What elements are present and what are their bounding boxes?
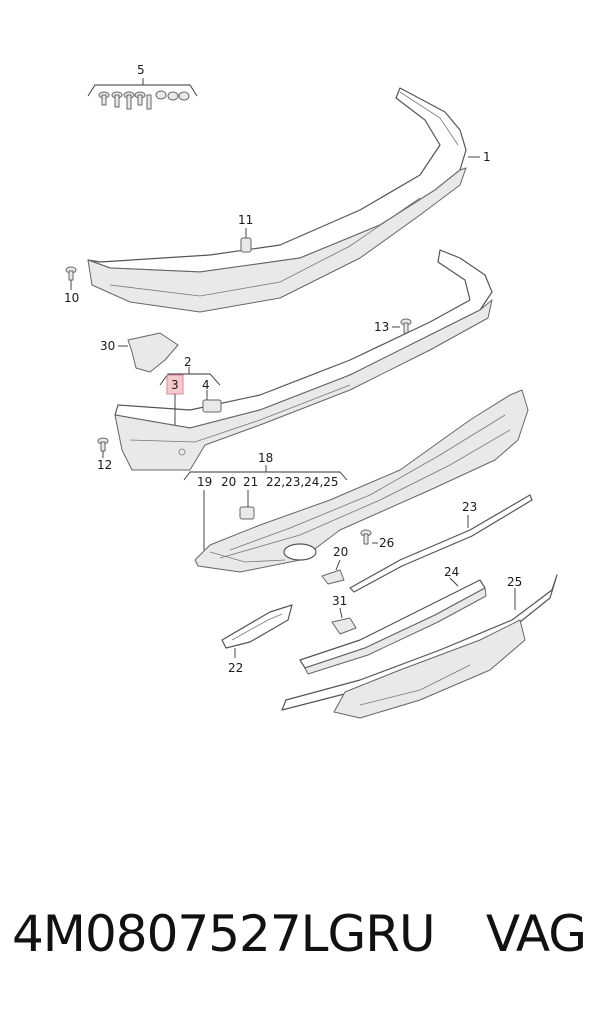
screw-10	[65, 266, 77, 290]
callout-10: 10	[64, 291, 79, 305]
callout-20-lower: 20	[333, 545, 348, 559]
callout-19: 19	[197, 475, 212, 489]
screw-26	[360, 529, 378, 545]
clip-20	[321, 559, 345, 585]
callout-11: 11	[238, 213, 253, 227]
callout-22: 22	[228, 661, 243, 675]
callout-18: 18	[258, 451, 273, 465]
callout-30: 30	[100, 339, 115, 353]
callout-13: 13	[374, 320, 389, 334]
callout-2: 2	[184, 355, 192, 369]
part-number: 4M0807527LGRU	[12, 905, 436, 963]
callout-31: 31	[332, 594, 347, 608]
callout-26: 26	[379, 536, 394, 550]
callout-20-upper: 20	[221, 475, 236, 489]
callout-21: 21	[243, 475, 258, 489]
screw-12	[97, 437, 109, 458]
callout-22-25: 22,23,24,25	[266, 475, 339, 489]
screw-13	[392, 318, 412, 334]
upper-bumper-cover-1	[87, 87, 467, 313]
callout-1: 1	[483, 150, 491, 164]
clip-31	[331, 607, 357, 635]
diffuser-panel-25	[281, 574, 558, 719]
brand-name: VAG	[485, 905, 587, 963]
callout-4: 4	[202, 378, 210, 392]
callout-12: 12	[97, 458, 112, 472]
footer: 4M0807527LGRU VAG	[0, 905, 600, 985]
tailpipe-trim-22	[221, 604, 293, 658]
clip-11	[240, 228, 252, 253]
fastener-set-5	[87, 78, 198, 110]
callout-3: 3	[171, 378, 179, 392]
parts-diagram: 5 1 11 10 13 30 2 3	[64, 63, 558, 719]
callout-24: 24	[444, 565, 459, 579]
trim-strip-23	[349, 494, 533, 593]
spoiler-strip-24	[299, 577, 487, 675]
callout-25: 25	[507, 575, 522, 589]
callout-23: 23	[462, 500, 477, 514]
callout-5: 5	[137, 63, 145, 77]
clip-4	[202, 390, 222, 413]
diffuser-insert-19	[194, 389, 529, 573]
bracket-30	[118, 332, 179, 373]
lower-bumper-cover-3	[114, 249, 493, 471]
clip-21	[239, 490, 255, 520]
